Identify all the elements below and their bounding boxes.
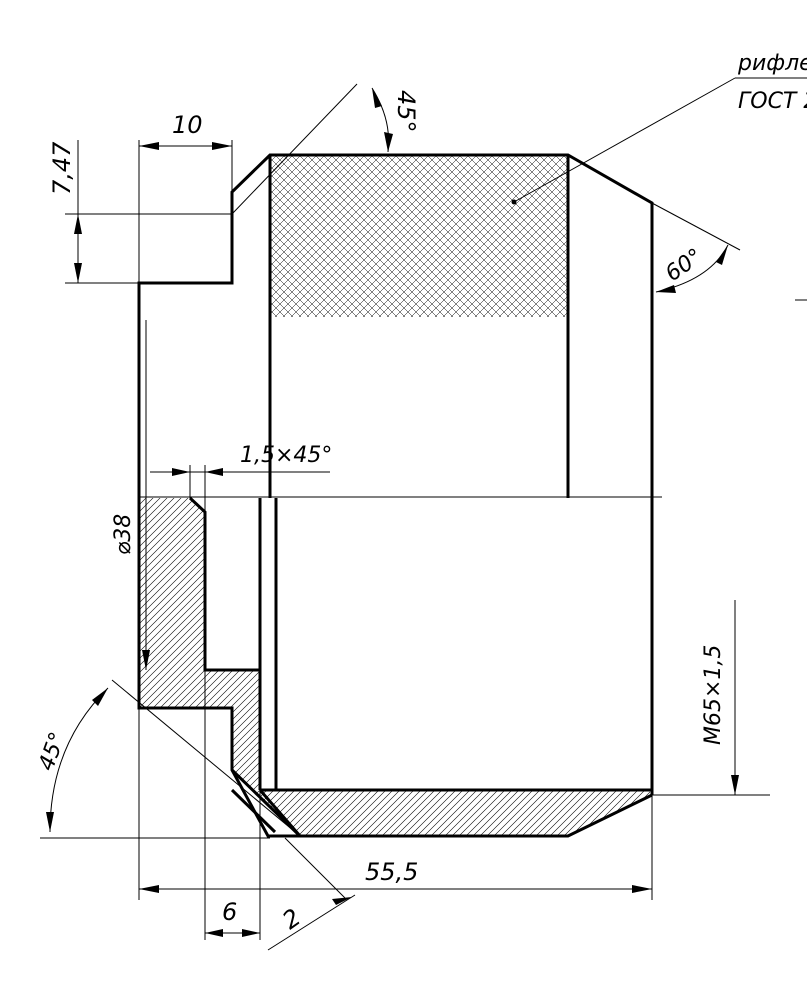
section-hatching [139,498,650,836]
dim-width-2: 2 [268,838,355,950]
dim-length-55-5-label: 55,5 [365,858,418,886]
dim-angle-60-label: 60° [661,244,707,287]
knurl-note-line2: ГОСТ 2 [738,89,807,114]
outer-contour-lower [139,498,652,836]
dim-width-6-label: 6 [222,898,237,926]
dim-height-7-47-label: 7,47 [48,141,76,195]
dim-chamfer-1-5-label: 1,5×45° [240,443,332,468]
dim-diameter-38-label: ⌀38 [111,514,136,555]
dim-height-7-47: 7,47 [48,140,232,283]
hatch-flange [139,670,260,790]
dim-angle-45-left-label: 45° [34,729,71,774]
knurl-note-line1: рифле [737,51,807,76]
dim-thread-label: M65×1,5 [701,645,726,745]
dim-width-2-label: 2 [277,903,306,935]
knurl-area [270,155,568,317]
dim-angle-45-top-label: 45° [392,90,420,133]
dim-angle-60: 60° [652,203,807,300]
hatch-left-upper [139,498,205,670]
dim-thread: M65×1,5 [652,600,770,795]
dim-flange-10: 10 [139,111,232,283]
dim-flange-10-label: 10 [172,111,203,139]
